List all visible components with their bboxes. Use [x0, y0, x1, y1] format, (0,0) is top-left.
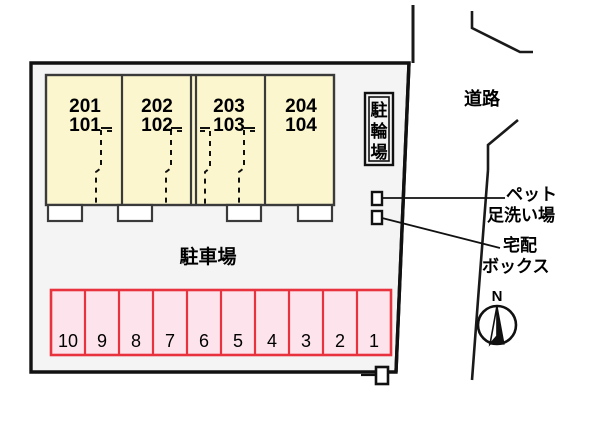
compass-needle-east — [488, 305, 505, 345]
pet-wash-label-line-2: 足洗い場 — [487, 205, 555, 225]
road-label: 道路 — [464, 88, 501, 109]
bicycle-parking-char-2: 輪 — [371, 121, 389, 141]
pet-wash-label-line-1: ペット — [506, 185, 557, 204]
entrance-102 — [116, 203, 154, 223]
bicycle-parking-char-3: 場 — [371, 143, 388, 162]
parking-space-5: 5 — [233, 331, 243, 351]
unit-101-lower: 101 — [69, 115, 101, 136]
delivery-box-label-line-2: ボックス — [482, 257, 550, 276]
unit-entrances — [46, 203, 334, 223]
facility-annotations: ペット 足洗い場 宅配 ボックス — [482, 185, 557, 276]
compass-north-label: N — [492, 288, 503, 305]
site-entrance-gate — [361, 365, 390, 386]
parking-space-9: 9 — [97, 331, 107, 351]
unit-103-lower: 103 — [213, 115, 245, 136]
parking-space-7: 7 — [165, 331, 175, 351]
parking-space-4: 4 — [267, 331, 277, 351]
building-block: 201 101 202 102 203 103 204 104 — [44, 73, 336, 223]
bicycle-parking-label: 駐 輪 場 — [371, 100, 389, 162]
gate-post — [374, 365, 390, 386]
parking-space-1: 1 — [369, 331, 379, 351]
entrance-103 — [225, 203, 263, 223]
parking-spaces: 10 9 8 7 6 5 4 3 2 1 — [49, 288, 393, 357]
bicycle-parking-area: 駐 輪 場 — [363, 91, 395, 167]
facility-markers — [370, 190, 505, 249]
parking-space-dividers — [83, 290, 359, 355]
unit-102-lower: 102 — [141, 115, 173, 136]
unit-104-lower: 104 — [285, 115, 317, 136]
unit-labels: 201 101 202 102 203 103 204 104 — [69, 96, 317, 136]
road-boundary-lines — [411, 5, 533, 381]
pet-wash-marker — [370, 190, 384, 207]
unit-201-upper: 201 — [69, 96, 101, 117]
entrance-104 — [296, 203, 334, 223]
parking-space-3: 3 — [301, 331, 311, 351]
parking-space-numbers: 10 9 8 7 6 5 4 3 2 1 — [58, 331, 379, 351]
site-front-edge — [394, 62, 411, 373]
delivery-box-leader-line — [381, 217, 501, 249]
delivery-box-marker — [370, 209, 384, 226]
parking-lot-label: 駐車場 — [179, 245, 236, 268]
parking-space-10: 10 — [58, 331, 78, 351]
delivery-box-label-line-1: 宅配 — [503, 235, 537, 255]
unit-stair-dashed-lines — [95, 130, 255, 205]
parking-space-2: 2 — [335, 331, 345, 351]
compass-rose: N — [476, 288, 518, 347]
bicycle-parking-char-1: 駐 — [371, 100, 388, 120]
parking-space-8: 8 — [131, 331, 141, 351]
bicycle-parking-inner — [368, 96, 390, 162]
unit-203-upper: 203 — [213, 96, 245, 117]
entrance-101 — [46, 203, 84, 223]
unit-204-upper: 204 — [285, 96, 317, 117]
unit-202-upper: 202 — [141, 96, 173, 117]
parking-space-6: 6 — [199, 331, 209, 351]
